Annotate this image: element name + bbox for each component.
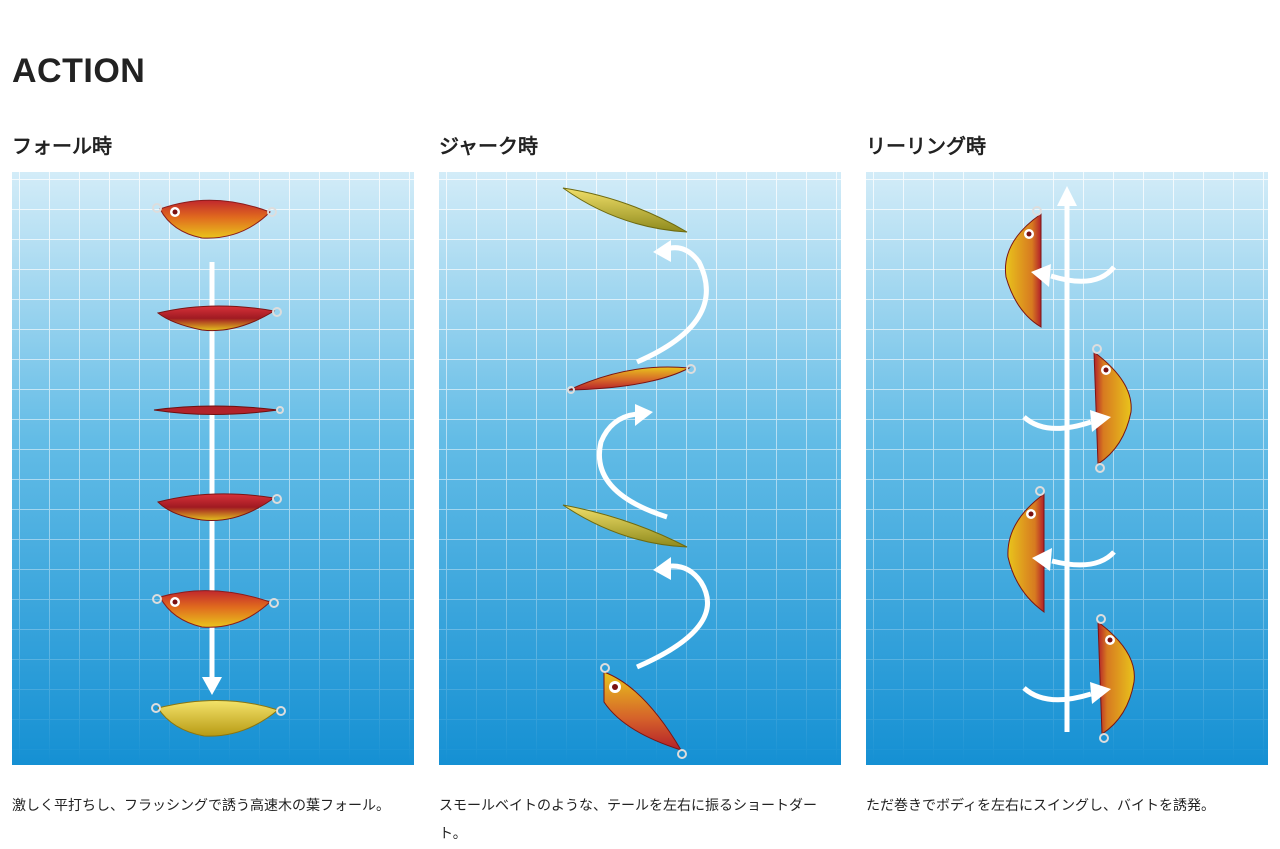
fish-lure-icon [157,493,282,522]
fish-lure-icon [156,305,282,332]
fish-lure-icon [1096,614,1135,743]
fish-lure-icon [151,700,286,737]
white-arrow-icon [636,557,710,670]
fish-lure-icon [1092,344,1132,473]
action-jerk-caption: スモールベイトのような、テールを左右に振るショートダート。 [439,798,817,842]
fish-lure-icon [600,663,687,759]
white-arrow-icon [1022,410,1111,432]
white-arrow-icon [1057,186,1077,732]
action-fall-caption: 激しく平打ちし、フラッシングで誘う高速木の葉フォール。 [12,798,390,814]
action-reeling-illustration [866,172,1268,765]
fish-lure-icon [562,504,688,548]
fish-lure-icon [1004,206,1042,328]
fish-lure-icon [562,187,688,233]
fish-lure-icon [567,364,696,394]
action-fall-title: フォール時 [12,134,112,158]
white-arrow-icon [1031,264,1116,287]
white-arrow-icon [597,404,668,520]
white-arrow-icon [1032,548,1116,571]
fish-lure-icon [152,199,277,239]
action-reeling-title: リーリング時 [866,134,986,158]
action-reeling-caption: ただ巻きでボディを左右にスイングし、バイトを誘発。 [866,798,1216,814]
action-jerk-illustration [439,172,841,765]
action-fall-illustration [12,172,414,765]
fish-lure-icon [152,590,279,628]
white-arrow-icon [1022,682,1111,704]
page-title: ACTION [12,52,146,90]
fish-lure-icon [1007,486,1045,613]
white-arrow-icon [636,240,709,365]
action-jerk-title: ジャーク時 [439,134,538,158]
fish-lure-icon [153,405,284,415]
